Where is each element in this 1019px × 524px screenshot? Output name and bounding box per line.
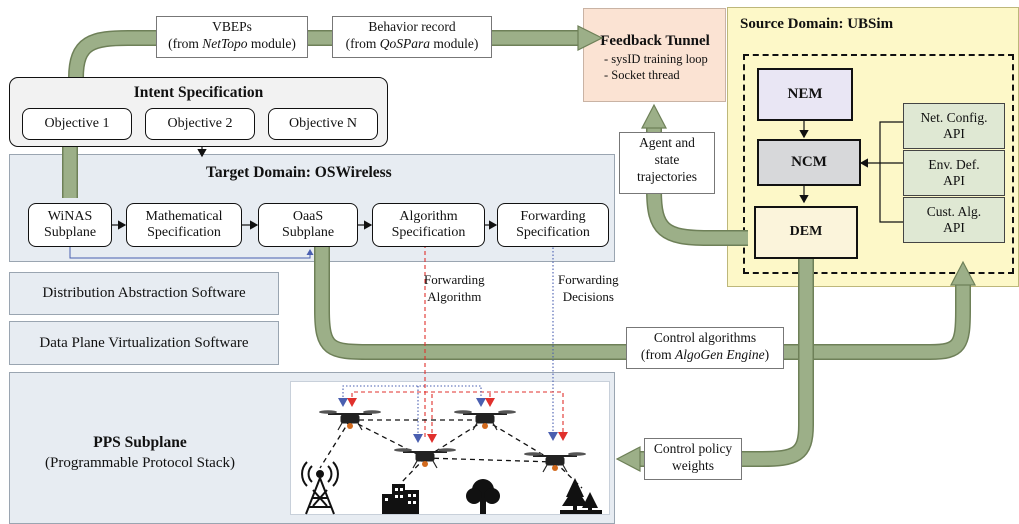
source-domain-title: Source Domain: UBSim	[740, 16, 894, 32]
nem-box: NEM	[757, 68, 853, 121]
virtualization-software-label: Data Plane Virtualization Software	[39, 335, 249, 351]
forwarding-decisions-label: Forwarding Decisions	[558, 272, 619, 304]
pipe-oaas-to-source	[314, 247, 976, 360]
behavior-record-label: Behavior record (from QoSPara module)	[332, 16, 492, 58]
forwarding-algorithm-label: Forwarding Algorithm	[424, 272, 485, 304]
intent-specification-title: Intent Specification	[133, 84, 264, 101]
virtualization-software-region	[9, 321, 279, 365]
pps-subtitle: (Programmable Protocol Stack)	[45, 455, 235, 471]
env-def-api-box: Env. Def.API	[903, 150, 1005, 196]
feedback-item-sysid: - sysID training loop	[604, 52, 708, 66]
vbeps-label: VBEPs (from NetTopo module)	[156, 16, 308, 58]
tree-icon	[466, 479, 500, 514]
pipe-dem-to-pps	[615, 258, 814, 472]
source-domain-inner-frame	[743, 54, 1014, 274]
control-policy-label: Control policy weights	[644, 438, 742, 480]
target-domain-title: Target Domain: OSWireless	[206, 164, 392, 181]
feedback-item-socket: - Socket thread	[604, 68, 680, 82]
buildings-icon	[382, 484, 419, 514]
cust-alg-api-box: Cust. Alg.API	[903, 197, 1005, 243]
distribution-software-label: Distribution Abstraction Software	[42, 285, 246, 301]
drone-icon	[394, 448, 456, 469]
objective-2-box: Objective 2	[145, 108, 255, 140]
drone-icon	[319, 410, 381, 431]
ncm-box: NCM	[757, 139, 861, 186]
dem-box: DEM	[754, 206, 858, 259]
cell-tower-icon	[301, 461, 339, 515]
feedback-tunnel-title: Feedback Tunnel	[600, 33, 710, 49]
drone-icon	[524, 452, 586, 473]
feedback-tunnel-box	[583, 8, 726, 102]
drone-icon	[454, 410, 516, 431]
mesh-links	[319, 419, 583, 489]
winas-oaas-feedback-line	[69, 247, 314, 259]
distribution-software-region	[9, 272, 279, 315]
control-algorithms-label: Control algorithms (from AlgoGen Engine)	[626, 327, 784, 369]
forest-icon	[560, 478, 602, 514]
objective-1-box: Objective 1	[22, 108, 132, 140]
agent-trajectories-label: Agent and state trajectories	[619, 132, 715, 194]
pipe-intent-to-feedback	[68, 25, 604, 79]
objective-n-box: Objective N	[268, 108, 378, 140]
pps-title: PPS Subplane	[93, 434, 187, 451]
net-config-api-box: Net. Config.API	[903, 103, 1005, 149]
